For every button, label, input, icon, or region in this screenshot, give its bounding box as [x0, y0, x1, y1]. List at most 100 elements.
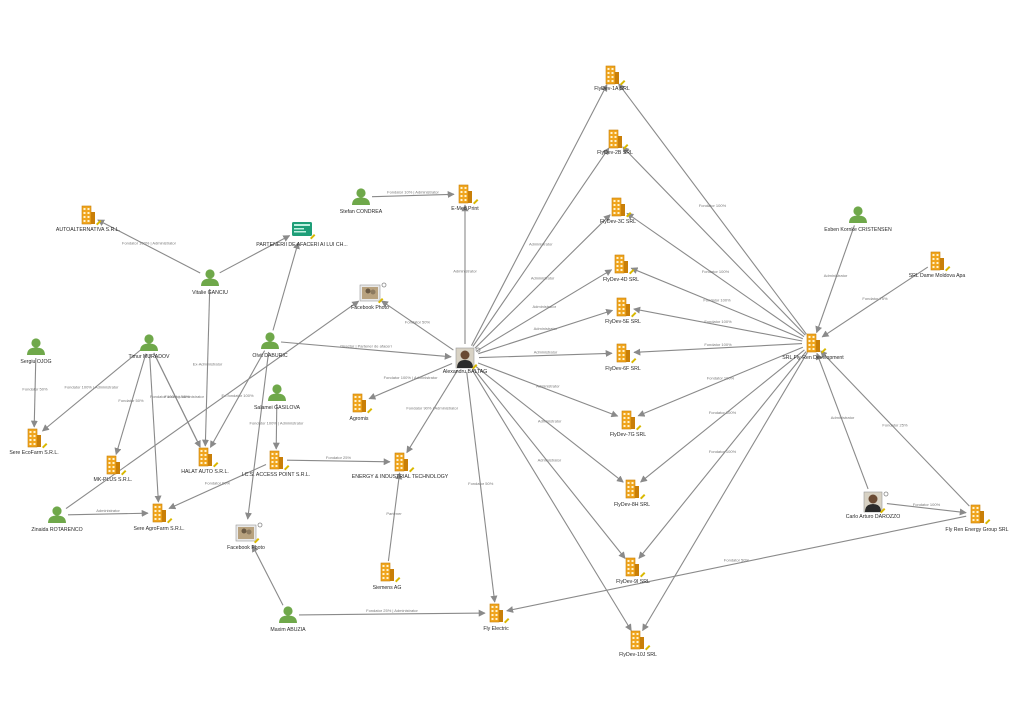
node-flydev4d[interactable]: FlyDev-4D SRL: [603, 254, 639, 283]
node-label: Agromis: [349, 416, 368, 422]
node-ics_access[interactable]: I.C.S. ACCESS POINT S.R.L.: [242, 450, 311, 478]
node-ojog[interactable]: Sergiu OJOG: [20, 338, 52, 365]
node-baltag[interactable]: Alexandru BALTAG: [443, 347, 488, 375]
edge-label: Fondator 50%: [724, 558, 750, 563]
node-flydev6f[interactable]: FlyDev-6F SRL: [605, 343, 641, 372]
node-parteneri[interactable]: PARTENERII DE AFACERI AI LUI CH...: [256, 222, 348, 248]
edge-label: Fondator 100%: [704, 319, 732, 324]
node-abuzia[interactable]: Maxim ABUZIA: [270, 606, 306, 633]
building-icon: [81, 205, 102, 226]
edge-line: [209, 350, 266, 449]
node-flydev9i[interactable]: FlyDev-9I SRL: [616, 557, 650, 585]
node-fly_electric[interactable]: Fly Electric: [483, 603, 510, 632]
edge-abuzia-fbphoto2: [251, 544, 284, 606]
node-flydev8h[interactable]: FlyDev-8H SRL: [614, 479, 650, 508]
node-label: FlyDev-1A SRL: [594, 86, 630, 92]
edge-flyren_energy-flyren_dev: Fondator 25%: [820, 350, 970, 507]
node-halat_auto[interactable]: HALAT AUTO S.R.L.: [181, 447, 229, 475]
node-serei_ecofarm[interactable]: Sere EcoFarm S.R.L.: [9, 428, 59, 456]
node-agromis[interactable]: Agromis: [349, 393, 373, 422]
node-label: Siemens AG: [373, 585, 402, 591]
node-label: Carlo Arturo DAROZZO: [846, 514, 900, 520]
node-label: I.C.S. ACCESS POINT S.R.L.: [242, 472, 311, 478]
building-icon: [630, 630, 651, 651]
edge-label: Administrator: [529, 241, 553, 246]
node-label: Stefan CONDREA: [340, 209, 383, 215]
edge-label: Fondator 100%: [699, 203, 727, 208]
node-label: Facebook Photo: [351, 305, 389, 311]
edge-line: [272, 403, 280, 450]
edge-label: Administrator: [534, 350, 558, 355]
edge-rotarenco-sere_agrofarm: Administrator: [67, 508, 149, 517]
edge-label: Fondator 100%: [913, 502, 941, 507]
node-label: Maxim ABUZIA: [270, 627, 306, 633]
edge-baltag-flydev5e: Administrator: [478, 309, 614, 355]
person-icon: [201, 269, 219, 286]
node-label: FlyDev-8H SRL: [614, 502, 650, 508]
node-siemens[interactable]: Siemens AG: [373, 562, 402, 591]
photo-icon: [235, 522, 263, 544]
node-darozzo[interactable]: Carlo Arturo DAROZZO: [846, 491, 900, 520]
edge-daburic-fbphoto2: [245, 351, 270, 520]
node-flydev10j[interactable]: FlyDev-10J SRL: [619, 630, 657, 658]
node-flydev5e[interactable]: FlyDev-5E SRL: [605, 297, 641, 325]
building-icon: [616, 297, 637, 318]
node-sere_agrofarm[interactable]: Sere AgroFarm S.R.L.: [133, 503, 185, 532]
person-icon: [849, 206, 867, 223]
node-flydev2b[interactable]: FlyDev-2B SRL: [597, 129, 633, 156]
edge-baltag-flydev4d: Administrator: [476, 269, 613, 352]
edge-flyren_dev-flydev3c: Fondator 100%: [626, 212, 805, 338]
node-energy_tech[interactable]: ENERGY & INDUSTRIAL TECHNOLOGY: [352, 452, 449, 480]
node-label: Zinaida ROTARENCO: [31, 527, 82, 533]
building-icon: [198, 447, 219, 468]
edge-label: Fondator 100% | Administrator: [150, 394, 205, 399]
edge-baltag-flydev9i: Administrator: [473, 368, 626, 559]
edge-label: Fondator 100% | Administrator: [122, 241, 177, 246]
node-flyren_energy[interactable]: Fly Ren Energy Group SRL: [945, 504, 1009, 533]
edge-line: [476, 269, 613, 352]
node-flydev3c[interactable]: FlyDev-3C SRL: [600, 197, 636, 225]
node-label: HALAT AUTO S.R.L.: [181, 469, 229, 475]
node-flydev1a[interactable]: FlyDev-1A SRL: [594, 65, 630, 92]
edge-label: Fondator 25% | Administrator: [366, 608, 418, 613]
node-label: MK-PLUS S.R.L.: [94, 477, 133, 483]
edge-label: Administrator: [538, 418, 562, 423]
edge-line: [149, 353, 162, 503]
node-label: PARTENERII DE AFACERI AI LUI CH...: [256, 242, 347, 248]
building-icon: [625, 557, 646, 578]
edge-line: [30, 357, 38, 428]
edge-line: [478, 309, 614, 355]
node-label: FlyDev-5E SRL: [605, 319, 641, 325]
node-srl_dame[interactable]: SRL Dame Moldova Apa: [909, 251, 966, 279]
node-flyren_dev[interactable]: SRL Fly-Ren Development: [782, 333, 844, 361]
node-gasilova[interactable]: Salamei GASILOVA: [254, 384, 301, 411]
node-mkplus[interactable]: MK-PLUS S.R.L.: [94, 455, 133, 483]
node-autoalternativa[interactable]: AUTOALTERNATIVA S.R.L.: [56, 205, 120, 233]
node-muradov[interactable]: Timur MURADOV: [128, 334, 170, 360]
node-label: Vitalie GANCIU: [192, 290, 228, 296]
node-emed[interactable]: E-Med Print: [451, 184, 479, 212]
node-cristensen[interactable]: Esben Kornke CRISTENSEN: [824, 206, 892, 233]
edge-baltag-flydev6f: Administrator: [478, 350, 613, 359]
node-rotarenco[interactable]: Zinaida ROTARENCO: [31, 506, 83, 533]
edge-label: Administrator: [531, 275, 555, 280]
edge-baltag-fly_electric: Fondator 50%: [466, 371, 498, 603]
edge-flyren_dev-flydev4d: Fondator 100%: [630, 267, 804, 340]
node-condrea[interactable]: Stefan CONDREA: [340, 188, 383, 215]
edge-line: [642, 352, 808, 632]
node-label: ENERGY & INDUSTRIAL TECHNOLOGY: [352, 474, 449, 480]
person-icon: [279, 606, 297, 623]
edge-siemens-energy_tech: Partener: [386, 472, 402, 562]
node-flydev7g[interactable]: FlyDev-7G SRL: [610, 410, 646, 438]
node-gancu[interactable]: Vitalie GANCIU: [192, 269, 228, 296]
node-label: Esben Kornke CRISTENSEN: [824, 227, 892, 233]
node-fbphoto2[interactable]: Facebook Photo: [227, 522, 265, 551]
edge-label: Ex-Administrator: [193, 362, 223, 367]
node-daburic[interactable]: Olvit DABURIC: [252, 332, 288, 359]
edge-flyren_dev-flydev9i: Fondator 100%: [638, 351, 807, 559]
node-fbphoto1[interactable]: Facebook Photo: [351, 282, 389, 311]
node-label: FlyDev-6F SRL: [605, 366, 641, 372]
node-label: E-Med Print: [451, 206, 479, 212]
edge-daburic-baltag: Director | Partener de afaceri: [280, 341, 452, 360]
building-icon: [621, 410, 642, 431]
